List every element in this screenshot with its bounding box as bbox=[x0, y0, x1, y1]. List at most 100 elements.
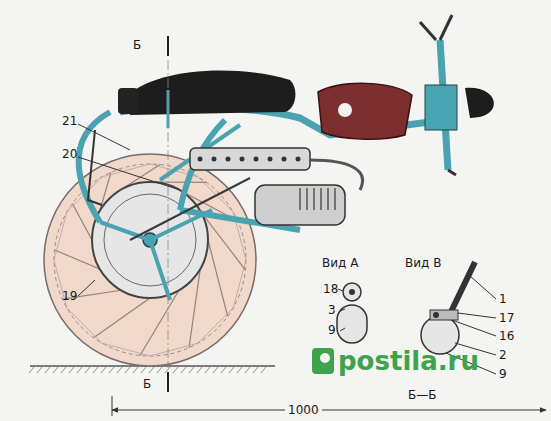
axle-arm bbox=[100, 222, 150, 240]
callout-number: 18 bbox=[323, 282, 338, 296]
hatch-stroke bbox=[69, 367, 74, 373]
callout-number: 16 bbox=[499, 329, 514, 343]
fork-end bbox=[448, 170, 456, 175]
view-title: Вид В bbox=[405, 256, 441, 270]
spoke-chord bbox=[198, 177, 233, 212]
section-letter: Б bbox=[133, 38, 141, 52]
spoke-chord bbox=[198, 308, 233, 343]
section-mark bbox=[167, 372, 169, 392]
fin bbox=[327, 188, 329, 210]
leader-line bbox=[78, 124, 130, 150]
perforation bbox=[212, 157, 217, 162]
drive-chain bbox=[130, 178, 250, 240]
spoke bbox=[72, 204, 92, 240]
ground-hatch bbox=[29, 367, 266, 373]
spoke-chord bbox=[102, 164, 150, 177]
spoke-chord bbox=[54, 212, 67, 260]
hatch-stroke bbox=[197, 367, 202, 373]
fin bbox=[320, 188, 322, 210]
tank-badge bbox=[338, 103, 352, 117]
extension-line bbox=[112, 396, 113, 416]
hatch-stroke bbox=[189, 367, 194, 373]
view-a-pin-hole bbox=[349, 289, 355, 295]
section-axis bbox=[168, 60, 169, 368]
perforation bbox=[268, 157, 273, 162]
handlebar bbox=[420, 15, 452, 40]
watermark-icon bbox=[312, 348, 334, 374]
hatch-stroke bbox=[229, 367, 234, 373]
hatch-stroke bbox=[101, 367, 106, 373]
watermark: postila.ru bbox=[338, 346, 479, 376]
view-title: Вид А bbox=[322, 256, 358, 270]
axle-arm bbox=[150, 240, 170, 300]
callout-number: 17 bbox=[499, 311, 514, 325]
leader-line bbox=[340, 309, 345, 311]
fin bbox=[313, 188, 315, 210]
hatch-stroke bbox=[181, 367, 186, 373]
rear-light bbox=[118, 88, 138, 114]
fuel-tank bbox=[318, 83, 412, 139]
spoke-chord bbox=[233, 260, 246, 308]
hatch-stroke bbox=[221, 367, 226, 373]
callout-number: 2 bbox=[499, 348, 507, 362]
fin bbox=[299, 188, 301, 210]
fin bbox=[306, 188, 308, 210]
muffler-perforation bbox=[198, 157, 301, 162]
hatch-stroke bbox=[213, 367, 218, 373]
leader-line bbox=[340, 328, 345, 331]
headlight bbox=[465, 88, 494, 118]
hatch-stroke bbox=[109, 367, 114, 373]
hatch-stroke bbox=[245, 367, 250, 373]
engine bbox=[255, 185, 345, 225]
hatch-stroke bbox=[149, 367, 154, 373]
leader-line bbox=[470, 276, 496, 299]
hatch-stroke bbox=[253, 367, 258, 373]
section-letter: Б bbox=[143, 377, 151, 391]
hatch-stroke bbox=[61, 367, 66, 373]
leader-line bbox=[78, 280, 95, 296]
dimension-value: 1000 bbox=[285, 403, 322, 417]
perforation bbox=[296, 157, 301, 162]
hatch-stroke bbox=[93, 367, 98, 373]
view-b-bolt bbox=[433, 312, 439, 318]
leader-line bbox=[458, 313, 496, 318]
hatch-stroke bbox=[205, 367, 210, 373]
cylinder-fins bbox=[300, 188, 335, 210]
hatch-stroke bbox=[141, 367, 146, 373]
hatch-stroke bbox=[53, 367, 58, 373]
watermark-icon bbox=[320, 353, 330, 363]
perforation bbox=[254, 157, 259, 162]
dimension-line bbox=[112, 410, 546, 411]
rear-fender-stay bbox=[79, 112, 110, 222]
leader-line bbox=[78, 157, 180, 190]
spoke bbox=[94, 298, 150, 338]
callout-number: 19 bbox=[62, 289, 77, 303]
large-wheel bbox=[44, 154, 256, 366]
hatch-stroke bbox=[37, 367, 42, 373]
hatch-stroke bbox=[85, 367, 90, 373]
hatch-stroke bbox=[77, 367, 82, 373]
hatch-stroke bbox=[157, 367, 162, 373]
perforation bbox=[240, 157, 245, 162]
section-mark bbox=[167, 36, 169, 56]
hatch-stroke bbox=[117, 367, 122, 373]
spoke bbox=[140, 290, 179, 355]
seat bbox=[125, 70, 295, 115]
spoke-chord bbox=[67, 308, 102, 343]
hatch-stroke bbox=[237, 367, 242, 373]
section-title: Б—Б bbox=[405, 388, 439, 402]
steering-head bbox=[425, 85, 457, 130]
leader-line bbox=[452, 320, 496, 336]
muffler bbox=[190, 148, 310, 170]
view-b-clamp bbox=[430, 310, 458, 320]
perforation bbox=[282, 157, 287, 162]
callout-number: 9 bbox=[499, 367, 507, 381]
spoke-chord bbox=[150, 343, 198, 356]
hatch-stroke bbox=[125, 367, 130, 373]
callout-number: 1 bbox=[499, 292, 507, 306]
perforation bbox=[226, 157, 231, 162]
hatch-stroke bbox=[173, 367, 178, 373]
callout-number: 9 bbox=[328, 323, 336, 337]
view-a-pin bbox=[343, 283, 361, 301]
hatch-stroke bbox=[261, 367, 266, 373]
